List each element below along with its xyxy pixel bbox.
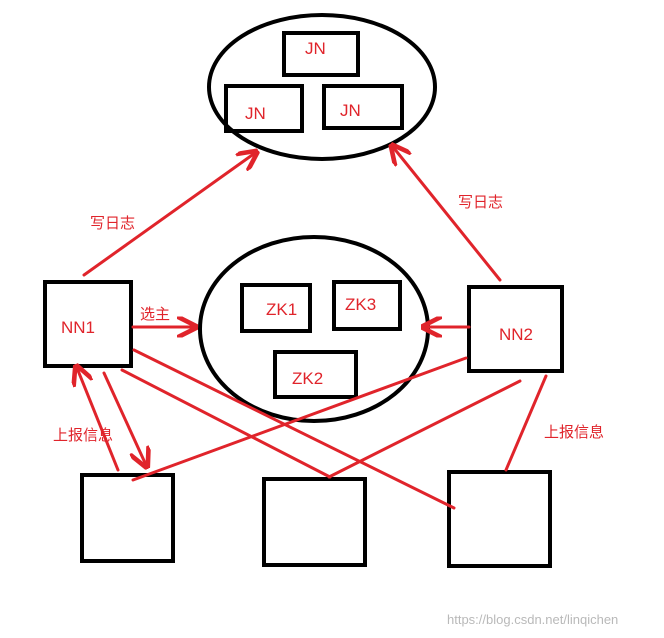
journal-node-box	[322, 84, 404, 130]
report-label-right: 上报信息	[544, 423, 604, 441]
elect-label: 选主	[140, 305, 170, 323]
zookeeper-node-label: ZK3	[345, 295, 376, 314]
report-arrow-up	[77, 368, 120, 472]
zookeeper-node-box	[332, 280, 402, 331]
journal-node-label: JN	[245, 104, 266, 123]
report-arrow-down	[102, 371, 146, 465]
journal-node-label: JN	[340, 101, 361, 120]
write-log-label-right: 写日志	[458, 193, 503, 211]
write-log-arrow-right	[393, 147, 502, 282]
zookeeper-node-box	[273, 350, 358, 399]
journal-node-box	[224, 84, 304, 133]
write-log-arrow-left	[82, 153, 255, 277]
journal-node-box	[282, 31, 360, 77]
connector-group	[77, 147, 548, 510]
link-nn2-dn2	[327, 379, 522, 479]
namenode-box-nn2	[467, 285, 564, 373]
journal-ellipse	[207, 13, 437, 161]
zookeeper-node-label: ZK2	[292, 369, 323, 388]
link-nn1-dn2	[120, 368, 332, 479]
link-nn2-dn1	[131, 356, 468, 482]
journal-node-label: JN	[305, 39, 326, 58]
namenode-label-nn1: NN1	[61, 318, 95, 337]
watermark: https://blog.csdn.net/linqichen	[447, 612, 618, 627]
write-log-label-left: 写日志	[90, 214, 135, 232]
report-label-left: 上报信息	[53, 426, 113, 444]
zookeeper-node-box	[240, 283, 312, 333]
datanode-box	[80, 473, 175, 563]
datanode-group	[80, 470, 552, 568]
link-nn1-dn3	[132, 348, 456, 510]
datanode-box	[447, 470, 552, 568]
datanode-box	[262, 477, 367, 567]
namenode-group: NN1 NN2	[43, 280, 564, 373]
journal-cluster: JN JN JN	[207, 13, 437, 161]
zookeeper-node-label: ZK1	[266, 300, 297, 319]
zookeeper-cluster: ZK1 ZK3 ZK2	[198, 235, 430, 423]
namenode-label-nn2: NN2	[499, 325, 533, 344]
link-nn2-dn3	[504, 374, 548, 472]
